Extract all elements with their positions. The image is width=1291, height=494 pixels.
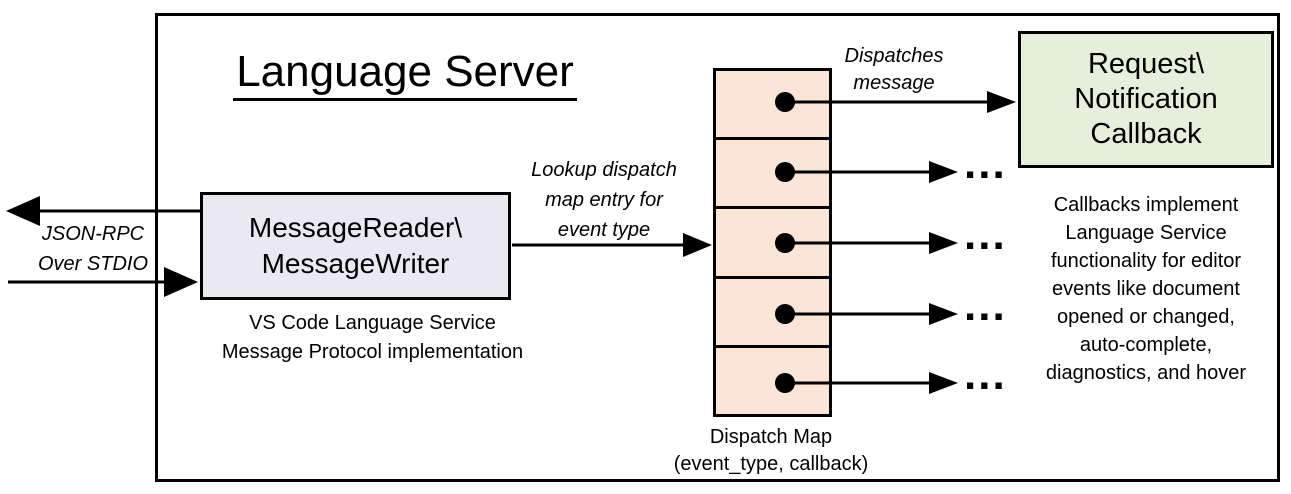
callbacks-note: Callbacks implement Language Service fun… — [1014, 191, 1278, 387]
callbacks-note-line: opened or changed, — [1057, 306, 1235, 328]
dispatch-map-cell — [716, 71, 829, 141]
lookup-dispatch-label-line: event type — [557, 219, 651, 241]
lookup-dispatch-label-line: map entry for — [545, 189, 663, 211]
dispatch-map-caption-line: (event_type, callback) — [673, 453, 869, 475]
message-reader-writer-label-line: MessageReader\ — [248, 212, 463, 243]
callbacks-note-line: auto-complete, — [1079, 334, 1213, 356]
lookup-dispatch-label: Lookup dispatch map entry for event type — [504, 155, 704, 245]
message-reader-writer-label-line: MessageWriter — [261, 248, 450, 279]
dispatch-map-cell — [716, 347, 829, 415]
callbacks-note-line: Callbacks implement — [1053, 194, 1239, 216]
reader-box-caption: VS Code Language Service Message Protoco… — [180, 309, 565, 367]
json-rpc-stdio-label-line: JSON-RPC — [41, 223, 145, 245]
diagram-title-wrap: Language Server — [210, 47, 600, 102]
callback-box-label-line: Notification — [1074, 83, 1218, 115]
dispatch-map-cell — [716, 140, 829, 210]
dispatches-message-label-line: Dispatches — [844, 45, 944, 67]
dispatch-map — [713, 68, 832, 417]
page-title: Language Server — [233, 47, 577, 102]
callbacks-note-line: Language Service — [1065, 222, 1227, 244]
reader-box-caption-line: Message Protocol implementation — [221, 341, 524, 363]
language-server-boundary — [155, 13, 1280, 482]
callbacks-note-line: events like document — [1052, 278, 1240, 300]
dispatch-map-cell — [716, 209, 829, 279]
dispatch-map-caption: Dispatch Map (event_type, callback) — [645, 424, 897, 478]
lookup-dispatch-label-line: Lookup dispatch — [531, 159, 677, 181]
callback-box-label-line: Request\ — [1087, 48, 1205, 80]
callbacks-note-line: diagnostics, and hover — [1045, 362, 1247, 384]
message-reader-writer-box: MessageReader\ MessageWriter — [200, 192, 511, 300]
json-rpc-stdio-label: JSON-RPC Over STDIO — [10, 219, 176, 279]
callbacks-note-line: functionality for editor — [1050, 250, 1242, 272]
json-rpc-stdio-label-line: Over STDIO — [37, 253, 148, 275]
dispatch-map-cell — [716, 278, 829, 348]
callback-box-label-line: Callback — [1090, 118, 1202, 150]
dispatches-message-label-line: message — [853, 72, 935, 94]
reader-box-caption-line: VS Code Language Service — [249, 312, 496, 334]
request-notification-callback-box: Request\ Notification Callback — [1018, 31, 1274, 168]
dispatches-message-label: Dispatches message — [818, 43, 970, 97]
dispatch-map-caption-line: Dispatch Map — [709, 426, 833, 448]
